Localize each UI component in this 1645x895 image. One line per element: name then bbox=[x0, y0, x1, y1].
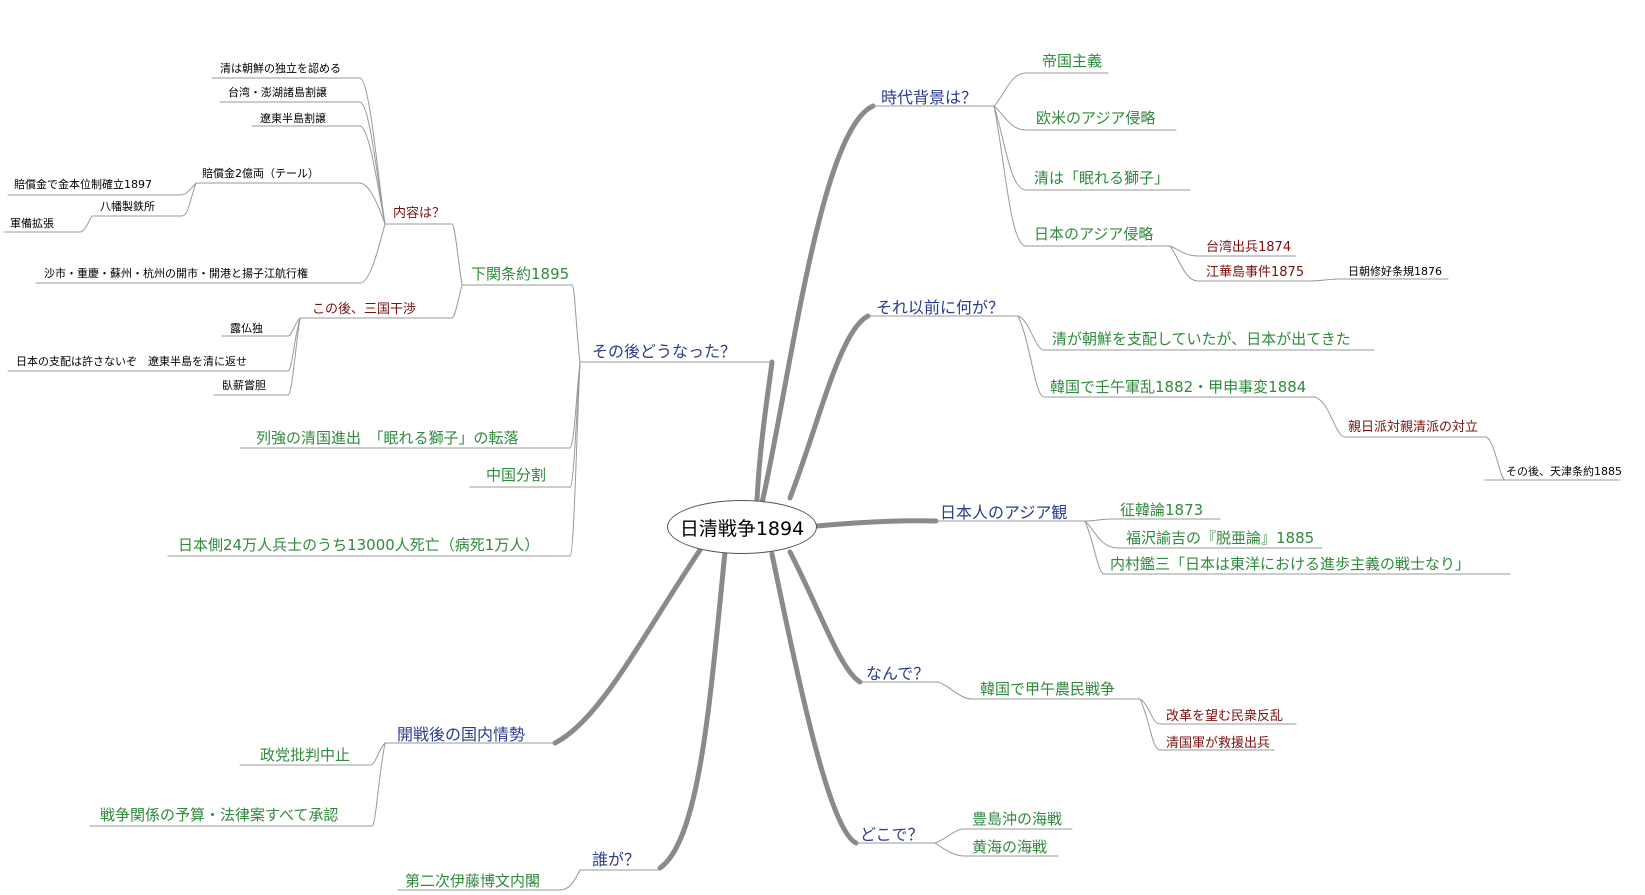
where-item[interactable]: 豊島沖の海戦 bbox=[972, 810, 1063, 828]
connector-line bbox=[993, 105, 1027, 131]
why-sub-item[interactable]: 改革を望む民衆反乱 bbox=[1166, 709, 1284, 724]
connector-line bbox=[1084, 520, 1105, 575]
after-item[interactable]: 中国分割 bbox=[486, 466, 547, 484]
branch-era[interactable]: 時代背景は？ bbox=[881, 88, 978, 107]
connector-line bbox=[1485, 436, 1506, 481]
branch-where[interactable]: どこで？ bbox=[860, 825, 924, 844]
indemnity-item[interactable]: 軍備拡張 bbox=[10, 217, 54, 230]
after-item[interactable]: 日本側24万人兵士のうち13000人死亡（病死1万人） bbox=[178, 536, 540, 554]
connector-line bbox=[993, 105, 1027, 191]
main-branch-why bbox=[787, 549, 863, 685]
connector-line bbox=[993, 105, 1027, 247]
main-branch-where bbox=[769, 551, 859, 846]
main-branch-view bbox=[814, 518, 939, 529]
content-item[interactable]: 台湾・澎湖諸島割譲 bbox=[228, 86, 327, 99]
intervention-item[interactable]: 日本の支配は許さないぞ 遼東半島を清に返せ bbox=[16, 355, 247, 368]
treaty-1876[interactable]: 日朝修好条規1876 bbox=[1348, 265, 1442, 278]
center-topic[interactable]: 日清戦争1894 bbox=[667, 500, 817, 554]
tianjin-treaty[interactable]: その後、天津条約1885 bbox=[1506, 465, 1622, 478]
why-sub-item[interactable]: 清国軍が救援出兵 bbox=[1166, 736, 1271, 751]
who-item[interactable]: 第二次伊藤博文内閣 bbox=[405, 872, 541, 890]
connector-line bbox=[1313, 396, 1346, 438]
connector-line bbox=[1169, 245, 1199, 257]
intervention-label[interactable]: この後、三国干渉 bbox=[312, 302, 417, 317]
branch-domestic[interactable]: 開戦後の国内情勢 bbox=[397, 725, 526, 744]
faction-conflict[interactable]: 親日派対親清派の対立 bbox=[1348, 420, 1479, 435]
japan-invasion-item[interactable]: 江華島事件1875 bbox=[1206, 265, 1305, 280]
domestic-item[interactable]: 政党批判中止 bbox=[260, 746, 351, 764]
before-item[interactable]: 清が朝鮮を支配していたが、日本が出てきた bbox=[1052, 330, 1351, 348]
after-item[interactable]: 列強の清国進出 「眠れる獅子」の転落 bbox=[256, 429, 519, 447]
branch-before[interactable]: それ以前に何が？ bbox=[876, 298, 1005, 317]
connector-line bbox=[179, 182, 197, 196]
connector-line bbox=[359, 182, 386, 225]
era-item[interactable]: 欧米のアジア侵略 bbox=[1036, 109, 1156, 127]
shimonoseki-treaty[interactable]: 下関条約1895 bbox=[471, 265, 570, 283]
era-item[interactable]: 清は「眠れる獅子」 bbox=[1034, 169, 1170, 187]
connector-line bbox=[1139, 698, 1161, 725]
connector-line bbox=[569, 361, 581, 488]
japan-invasion-item[interactable]: 台湾出兵1874 bbox=[1206, 240, 1292, 255]
indemnity-item[interactable]: 賠償金で金本位制確立1897 bbox=[14, 178, 152, 191]
era-item[interactable]: 日本のアジア侵略 bbox=[1034, 225, 1154, 243]
connector-line bbox=[287, 317, 301, 396]
content-item[interactable]: 沙市・重慶・蘇州・杭州の開市・開港と揚子江航行権 bbox=[44, 267, 308, 280]
main-branch-era bbox=[759, 103, 876, 506]
branch-view[interactable]: 日本人のアジア観 bbox=[940, 503, 1068, 522]
connector-line bbox=[934, 842, 965, 857]
main-branch-domestic bbox=[552, 547, 703, 746]
content-item[interactable]: 清は朝鮮の独立を認める bbox=[220, 62, 341, 75]
view-item[interactable]: 征韓論1873 bbox=[1120, 501, 1204, 519]
connector-line bbox=[1017, 315, 1045, 398]
branch-after[interactable]: その後どうなった？ bbox=[592, 342, 737, 361]
connector-line bbox=[569, 361, 581, 557]
main-branch-after bbox=[754, 359, 775, 503]
connector-line bbox=[1084, 520, 1119, 549]
main-branch-before bbox=[787, 313, 871, 501]
why-item[interactable]: 韓国で甲午農民戦争 bbox=[980, 680, 1116, 698]
connector-line bbox=[359, 125, 386, 225]
connector-line bbox=[79, 215, 93, 233]
connector-line bbox=[287, 317, 301, 337]
connector-line bbox=[451, 284, 463, 319]
before-item[interactable]: 韓国で壬午軍乱1882・甲申事変1884 bbox=[1050, 378, 1307, 396]
connector-line bbox=[359, 223, 386, 284]
view-item[interactable]: 福沢諭吉の『脱亜論』1885 bbox=[1126, 529, 1315, 547]
connector-line bbox=[1309, 278, 1341, 282]
content-item[interactable]: 遼東半島割譲 bbox=[260, 112, 326, 125]
era-item[interactable]: 帝国主義 bbox=[1042, 52, 1103, 70]
intervention-item[interactable]: 露仏独 bbox=[230, 322, 263, 335]
connector-line bbox=[369, 742, 386, 766]
main-branch-who bbox=[657, 549, 728, 871]
branch-why[interactable]: なんで？ bbox=[866, 664, 930, 683]
connector-line bbox=[993, 72, 1027, 107]
content-label[interactable]: 内容は？ bbox=[393, 206, 446, 221]
connector-line bbox=[937, 681, 973, 700]
connector-line bbox=[287, 317, 301, 372]
indemnity-item[interactable]: 八幡製鉄所 bbox=[100, 200, 155, 213]
connector-line bbox=[1084, 518, 1113, 522]
connector-line bbox=[1139, 698, 1161, 751]
view-item[interactable]: 内村鑑三「日本は東洋における進歩主義の戦士なり」 bbox=[1110, 555, 1471, 573]
connector-line bbox=[559, 869, 581, 891]
content-item[interactable]: 賠償金2億両（テール） bbox=[202, 167, 319, 180]
intervention-item[interactable]: 臥薪嘗胆 bbox=[222, 379, 266, 392]
connector-line bbox=[1169, 245, 1199, 282]
connector-line bbox=[451, 223, 463, 286]
where-item[interactable]: 黄海の海戦 bbox=[972, 838, 1048, 856]
branch-who[interactable]: 誰が？ bbox=[592, 850, 641, 869]
connector-line bbox=[571, 284, 581, 363]
connector-line bbox=[181, 182, 197, 217]
connector-line bbox=[371, 742, 386, 827]
connector-line bbox=[934, 828, 965, 844]
domestic-item[interactable]: 戦争関係の予算・法律案すべて承認 bbox=[100, 806, 339, 824]
connector-line bbox=[1017, 315, 1045, 351]
